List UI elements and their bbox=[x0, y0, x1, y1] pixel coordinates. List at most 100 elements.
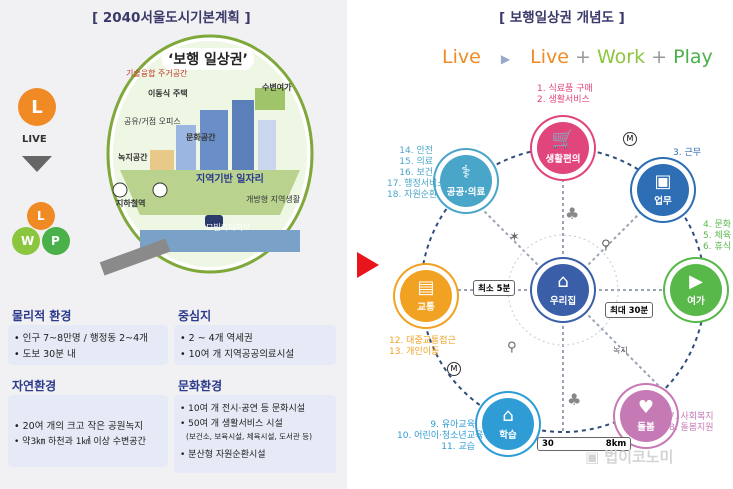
cart-icon: 🛒 bbox=[551, 129, 575, 150]
stethoscope-icon: ⚕ bbox=[461, 162, 471, 183]
node-home: ⌂ 우리집 bbox=[532, 259, 594, 321]
cyclist-icon: ⚲ bbox=[601, 238, 611, 253]
box-head-center: 중심지 bbox=[178, 309, 212, 323]
node-label: 여가 bbox=[687, 296, 705, 307]
bullet: • 분산형 자원순환시설 bbox=[180, 450, 266, 460]
node-label: 돌봄 bbox=[637, 422, 655, 433]
box-head-nature: 자연환경 bbox=[12, 379, 57, 393]
list-item: 15. 의료 bbox=[399, 157, 433, 167]
box-center bbox=[174, 325, 336, 365]
list-item: 14. 안전 bbox=[399, 146, 433, 156]
list-item: 18. 자원순환 bbox=[387, 190, 438, 200]
node-work: ▣ 업무 bbox=[632, 159, 694, 221]
tagline-play: Play bbox=[673, 46, 713, 68]
left-panel: [ 2040서울도시기본계획 ] ‘보행 일상권’ 기술융합 주거공간 이동식 … bbox=[0, 0, 347, 489]
lwp-l: L bbox=[37, 209, 45, 223]
tree-icon: ♣ bbox=[567, 390, 582, 409]
list-item: 2. 생활서비스 bbox=[537, 95, 590, 105]
range-a: 30 bbox=[542, 439, 554, 449]
down-arrow-icon bbox=[22, 156, 52, 172]
map-label: 수변여가 bbox=[262, 83, 292, 92]
list-item: 5. 체육 bbox=[703, 231, 732, 241]
list-public-medical: 14. 안전 15. 의료 16. 보건 17. 행정서비스 18. 자원순환 bbox=[387, 146, 446, 201]
list-learning: 9. 유아교육 10. 어린이·청소년교육 11. 교습 bbox=[397, 420, 484, 453]
bullet: • 인구 7~8만명 / 행정동 2~4개 bbox=[14, 333, 148, 344]
list-item: 1. 식료품 구매 bbox=[537, 84, 593, 94]
tree-icon: ♣ bbox=[565, 204, 580, 223]
box-physical bbox=[8, 325, 168, 365]
bullet: • 10여 개 전시·공연 등 문화시설 bbox=[180, 404, 306, 414]
tagline-arrow: ▶ bbox=[500, 52, 511, 66]
green-marker: 녹지 bbox=[613, 346, 628, 355]
left-section-title: [ 2040서울도시기본계획 ] bbox=[92, 10, 251, 26]
school-icon: ⌂ bbox=[502, 405, 514, 426]
list-item: 10. 어린이·청소년교육 bbox=[397, 431, 484, 441]
bullet: • 약3㎞ 하천과 1㎢ 이상 수변공간 bbox=[14, 437, 146, 447]
bullet: • 도보 30분 내 bbox=[14, 349, 76, 360]
list-item: 16. 보건 bbox=[399, 168, 433, 178]
tagline-work: Work bbox=[596, 46, 646, 68]
list-item: 13. 개인이동 bbox=[389, 347, 440, 357]
house-icon: ⌂ bbox=[557, 271, 569, 292]
bullet-note: (보건소, 보육시설, 체육시설, 도서관 등) bbox=[186, 432, 313, 441]
range-chip: 30 8km bbox=[537, 437, 632, 451]
node-transport: ▤교통 bbox=[395, 265, 457, 327]
list-convenience: 1. 식료품 구매 2. 생활서비스 bbox=[537, 84, 593, 106]
bus-icon: ▤ bbox=[417, 277, 435, 298]
range-b: 8km bbox=[605, 439, 627, 449]
lwp-icon bbox=[12, 202, 70, 255]
list-transport: 12. 대중교통접근 13. 개인이동 bbox=[389, 336, 456, 358]
right-panel: [ 보행일상권 개념도 ] Live ▶ Live + Work + Play bbox=[387, 0, 733, 489]
list-item: 7. 사회복지 bbox=[669, 412, 714, 422]
list-item: 4. 문화 bbox=[703, 220, 732, 230]
live-label: LIVE bbox=[22, 134, 47, 145]
walking-zone-illustration bbox=[99, 34, 314, 276]
node-public-medical: ⚕공공·의료 bbox=[435, 150, 497, 212]
list-item: 11. 교습 bbox=[441, 442, 475, 452]
metro-marker-icon: M bbox=[447, 362, 461, 376]
node-label: 생활편의 bbox=[545, 154, 581, 165]
list-item: 12. 대중교통접근 bbox=[389, 336, 456, 346]
bullet: • 2 ~ 4개 역세권 bbox=[180, 333, 253, 344]
list-item: 8. 돌봄지원 bbox=[669, 423, 714, 433]
box-nature bbox=[8, 395, 168, 467]
watermark-text: 법이코노미 bbox=[604, 448, 674, 466]
live-icon: L bbox=[18, 88, 56, 126]
briefcase-icon: ▣ bbox=[654, 171, 672, 192]
map-label: 모빌리티허브 bbox=[206, 223, 251, 232]
list-work: 3. 근무 bbox=[673, 148, 701, 159]
list-leisure: 4. 문화 5. 체육 6. 휴식 bbox=[703, 220, 731, 253]
list-item: 6. 휴식 bbox=[703, 242, 732, 252]
box-head-physical: 물리적 환경 bbox=[12, 309, 72, 323]
map-label: 지역기반 일자리 bbox=[196, 174, 264, 185]
node-learning: ⌂학습 bbox=[477, 393, 539, 455]
node-label: 우리집 bbox=[549, 296, 577, 307]
map-label: 지하철역 bbox=[116, 199, 146, 208]
list-item: 9. 유아교육 bbox=[430, 420, 475, 430]
metro-marker-icon: M bbox=[623, 132, 637, 146]
node-care: ♥ 돌봄 bbox=[615, 385, 677, 447]
tagline-live2: Live bbox=[530, 46, 569, 68]
max-time-chip: 최대 30분 bbox=[605, 302, 654, 318]
map-label: 이동식 주택 bbox=[148, 89, 188, 98]
tagline-plus: + bbox=[575, 46, 591, 68]
node-label: 업무 bbox=[654, 196, 672, 207]
box-head-culture: 문화환경 bbox=[178, 379, 223, 393]
right-section-title: [ 보행일상권 개념도 ] bbox=[499, 10, 625, 26]
map-label: 문화공간 bbox=[186, 133, 216, 142]
box-culture bbox=[174, 395, 336, 473]
watermark: ▣ 법이코노미 bbox=[585, 448, 674, 466]
list-item: 3. 근무 bbox=[673, 148, 702, 158]
heart-hands-icon: ♥ bbox=[637, 397, 655, 418]
lwp-p: P bbox=[51, 234, 60, 248]
tagline: Live ▶ Live + Work + Play bbox=[442, 46, 713, 68]
tagline-live: Live bbox=[442, 46, 481, 68]
min-time-chip: 최소 5분 bbox=[473, 280, 516, 296]
tagline-plus: + bbox=[651, 46, 668, 68]
map-label: 기술융합 주거공간 bbox=[126, 69, 188, 78]
bullet: • 10여 개 지역공공의료시설 bbox=[180, 349, 295, 360]
bullet: • 20여 개의 크고 작은 공원녹지 bbox=[14, 421, 143, 432]
map-label: 공유/거점 오피스 bbox=[124, 117, 181, 126]
map-label: 개방형 지역생활 bbox=[246, 195, 301, 204]
